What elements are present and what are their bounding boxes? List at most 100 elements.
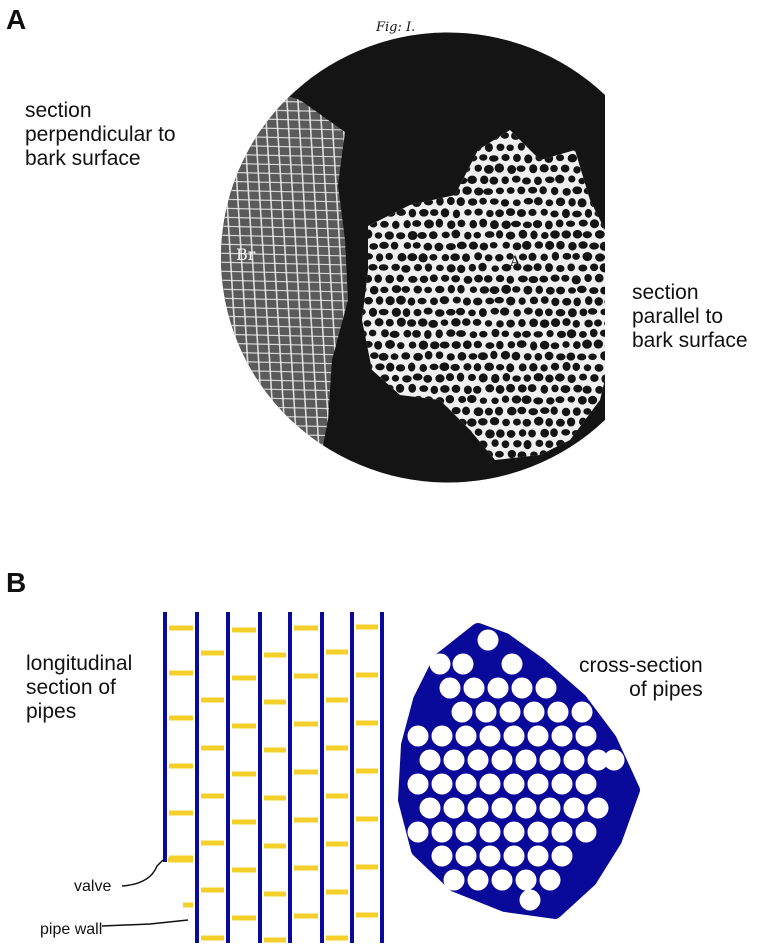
pipe-opening bbox=[575, 725, 597, 747]
pipe-opening bbox=[443, 749, 465, 771]
cell-opening bbox=[522, 221, 532, 229]
cell-opening bbox=[532, 220, 543, 229]
cell-opening bbox=[467, 198, 478, 206]
label-pipe-wall: pipe wall bbox=[40, 921, 103, 938]
cell-opening bbox=[478, 262, 487, 272]
cell-opening bbox=[572, 407, 581, 416]
cell-opening bbox=[516, 165, 526, 172]
cell-wall-line bbox=[220, 359, 348, 365]
cell-opening bbox=[502, 373, 511, 382]
pipe-opening bbox=[547, 701, 569, 723]
cell-opening bbox=[408, 383, 417, 393]
cell-opening bbox=[496, 363, 505, 371]
cell-opening bbox=[584, 319, 593, 328]
label-line: section of bbox=[26, 676, 116, 699]
cell-opening bbox=[562, 252, 572, 260]
cell-opening bbox=[561, 429, 571, 436]
cell-opening bbox=[474, 274, 483, 283]
cell-opening bbox=[491, 439, 499, 447]
cell-opening bbox=[540, 364, 548, 372]
cell-opening bbox=[505, 208, 516, 216]
cell-opening bbox=[413, 352, 423, 361]
cell-opening bbox=[523, 285, 533, 295]
cell-opening bbox=[494, 163, 505, 173]
cell-opening bbox=[374, 318, 384, 327]
cell-opening bbox=[506, 383, 516, 393]
cell-opening bbox=[569, 462, 577, 471]
cell-opening bbox=[611, 440, 619, 448]
cell-opening bbox=[567, 374, 576, 383]
cell-opening bbox=[464, 231, 472, 240]
cell-opening bbox=[562, 341, 570, 348]
cell-opening bbox=[513, 308, 521, 317]
cell-opening bbox=[467, 418, 477, 427]
cell-opening bbox=[544, 308, 553, 317]
cell-opening bbox=[374, 340, 383, 350]
cell-opening bbox=[439, 296, 450, 305]
cell-opening bbox=[589, 328, 598, 338]
cell-opening bbox=[445, 243, 456, 251]
pipe-opening bbox=[527, 845, 549, 867]
cell-opening bbox=[588, 395, 598, 405]
cell-opening bbox=[385, 252, 393, 261]
cell-opening bbox=[565, 220, 576, 227]
cell-opening bbox=[500, 199, 510, 207]
cell-opening bbox=[556, 240, 565, 250]
cell-opening bbox=[469, 219, 478, 229]
pipes-cross-section-diagram bbox=[398, 623, 640, 919]
label-line: of pipes bbox=[629, 678, 703, 701]
cell-opening bbox=[429, 274, 438, 283]
cell-opening bbox=[511, 395, 522, 404]
pipe-opening bbox=[467, 869, 489, 891]
cell-opening bbox=[594, 364, 604, 372]
cell-opening bbox=[468, 241, 478, 250]
pipe-opening bbox=[539, 797, 561, 819]
cell-opening bbox=[463, 363, 472, 371]
cell-opening bbox=[494, 296, 504, 304]
cell-opening bbox=[539, 319, 550, 328]
cell-opening bbox=[572, 319, 580, 328]
cell-opening bbox=[616, 429, 625, 437]
cell-opening bbox=[550, 274, 560, 282]
cell-opening bbox=[457, 284, 465, 294]
cell-opening bbox=[435, 264, 444, 272]
cell-opening bbox=[408, 341, 417, 349]
cell-opening bbox=[397, 253, 407, 262]
cell-opening bbox=[562, 297, 572, 306]
cell-opening bbox=[428, 231, 438, 240]
cell-opening bbox=[589, 287, 599, 294]
cell-opening bbox=[423, 374, 433, 383]
cell-opening bbox=[567, 308, 577, 318]
cell-opening bbox=[539, 186, 547, 195]
cell-opening bbox=[474, 187, 484, 196]
cell-opening bbox=[556, 330, 567, 339]
cell-opening bbox=[561, 230, 571, 239]
cell-opening bbox=[550, 164, 558, 173]
cell-opening bbox=[571, 275, 581, 285]
cell-opening bbox=[573, 297, 581, 307]
cell-opening bbox=[606, 386, 615, 393]
cell-opening bbox=[604, 297, 605, 307]
cell-opening bbox=[474, 208, 483, 216]
cell-opening bbox=[556, 286, 566, 295]
cell-opening bbox=[396, 274, 405, 283]
pipe-opening bbox=[503, 821, 525, 843]
cell-opening bbox=[390, 353, 399, 360]
cell-opening bbox=[522, 177, 531, 185]
cell-opening bbox=[566, 352, 576, 361]
cell-opening bbox=[413, 308, 422, 317]
cell-opening bbox=[611, 463, 620, 471]
cell-opening bbox=[419, 364, 428, 372]
cell-opening bbox=[582, 252, 593, 262]
cell-opening bbox=[375, 363, 385, 371]
cell-opening bbox=[428, 319, 439, 328]
cell-opening bbox=[617, 407, 625, 414]
cell-opening bbox=[529, 164, 538, 174]
cell-opening bbox=[583, 408, 592, 415]
cell-opening bbox=[440, 208, 450, 218]
cell-opening bbox=[545, 263, 553, 273]
cell-opening bbox=[435, 329, 443, 339]
cell-opening bbox=[516, 340, 527, 348]
pipe-opening bbox=[491, 869, 513, 891]
cell-opening bbox=[506, 144, 514, 152]
